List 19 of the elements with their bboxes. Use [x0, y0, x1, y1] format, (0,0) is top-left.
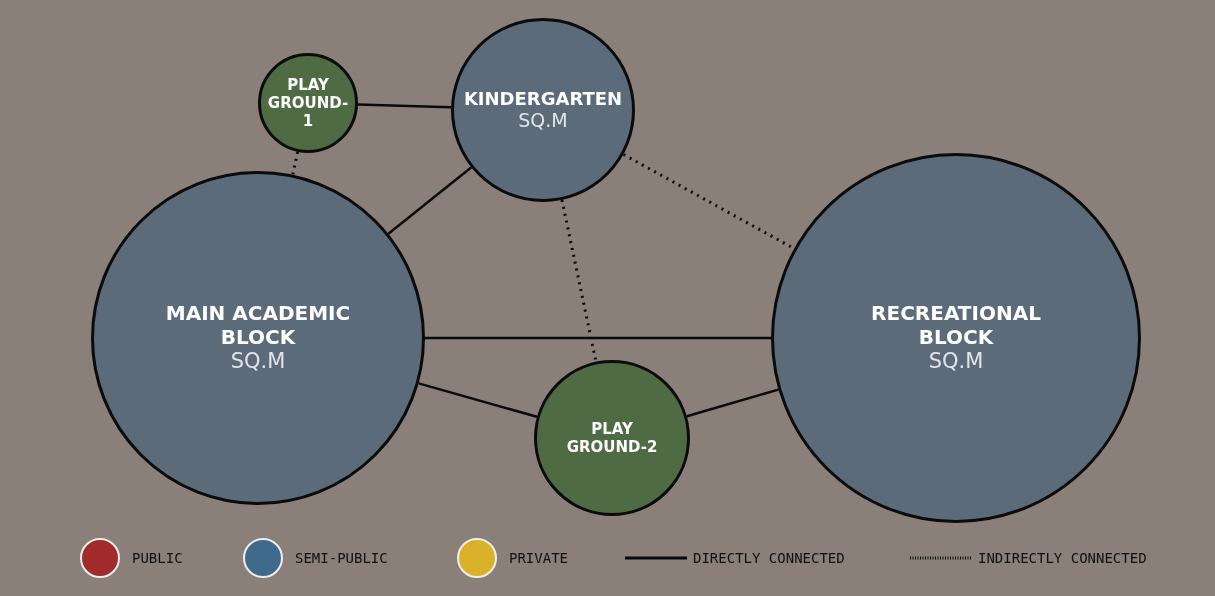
space-name: PLAY GROUND-1 [266, 76, 350, 130]
space-name: PLAY GROUND-2 [565, 420, 659, 456]
legend-label: SEMI-PUBLIC [295, 550, 388, 566]
area-label: SQ.M [230, 349, 286, 375]
connector-line [418, 382, 538, 418]
area-label: SQ.M [518, 109, 568, 133]
connector-line [357, 103, 452, 109]
connector-line [425, 336, 771, 340]
legend-label: PRIVATE [509, 550, 568, 566]
connector-line [686, 388, 779, 418]
connector-line [387, 166, 472, 235]
space-name: KINDERGARTEN [463, 87, 623, 110]
area-label: SQ.M [928, 349, 984, 375]
legend-label: INDIRECTLY CONNECTED [978, 550, 1147, 566]
space-name: MAIN ACADEMIC BLOCK [164, 301, 352, 350]
legend-label: DIRECTLY CONNECTED [693, 550, 845, 566]
space-name: RECREATIONAL BLOCK [870, 301, 1042, 350]
dotted-connector [291, 151, 300, 175]
legend-label: PUBLIC [132, 550, 183, 566]
